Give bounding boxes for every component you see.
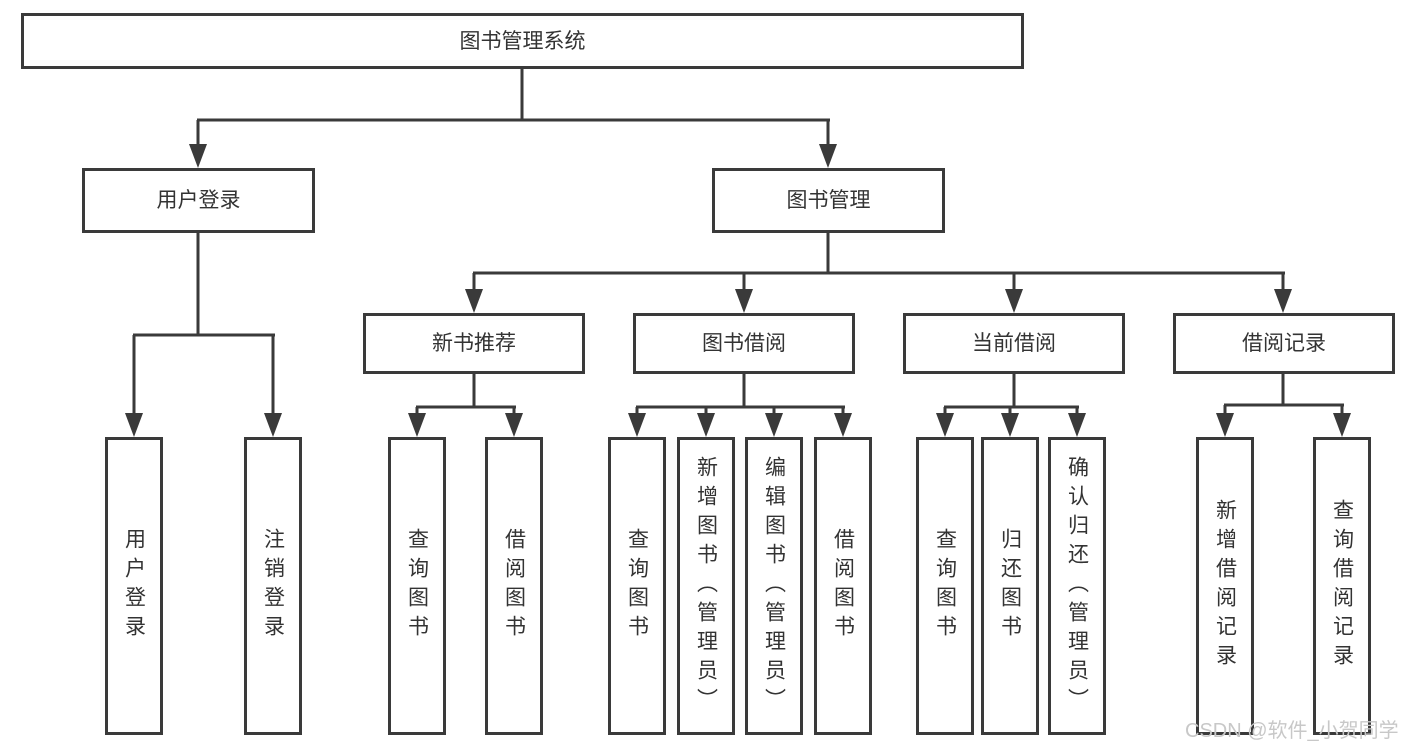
leaf-label: 确认归还（管理员） bbox=[1065, 455, 1089, 717]
leaf-logout: 注销登录 bbox=[244, 437, 302, 735]
node-label: 用户登录 bbox=[156, 189, 241, 212]
node-label: 借阅记录 bbox=[1242, 332, 1326, 355]
watermark: CSDN @软件_小贺同学 bbox=[1185, 720, 1399, 742]
node-label: 当前借阅 bbox=[972, 332, 1056, 355]
connector-hline bbox=[416, 405, 516, 409]
leaf-label: 借阅图书 bbox=[831, 528, 855, 644]
connector-arrow bbox=[834, 407, 852, 437]
node-label: 图书管理系统 bbox=[459, 29, 586, 53]
connector-vline bbox=[472, 374, 476, 407]
connector-hline bbox=[197, 118, 830, 122]
connector-vline bbox=[520, 69, 524, 120]
connector-arrow bbox=[819, 120, 837, 168]
connector-arrow bbox=[125, 335, 143, 437]
connector-arrow bbox=[408, 407, 426, 437]
node-user-login: 用户登录 bbox=[82, 168, 315, 233]
leaf-add-borrow-record: 新增借阅记录 bbox=[1196, 437, 1254, 735]
node-borrow-record: 借阅记录 bbox=[1173, 313, 1395, 374]
connector-vline bbox=[1281, 374, 1285, 405]
connector-arrow bbox=[1001, 407, 1019, 437]
connector-arrow bbox=[1216, 405, 1234, 437]
connector-hline bbox=[473, 271, 1285, 275]
connector-arrow bbox=[936, 407, 954, 437]
connector-arrow bbox=[189, 120, 207, 168]
leaf-edit-books-admin: 编辑图书（管理员） bbox=[745, 437, 803, 735]
leaf-label: 新增借阅记录 bbox=[1213, 499, 1237, 673]
leaf-label: 用户登录 bbox=[122, 528, 146, 644]
leaf-borrow-books-recommend: 借阅图书 bbox=[485, 437, 543, 735]
node-book-borrow: 图书借阅 bbox=[633, 313, 855, 374]
connector-arrow bbox=[628, 407, 646, 437]
node-current-borrow: 当前借阅 bbox=[903, 313, 1125, 374]
node-label: 新书推荐 bbox=[432, 332, 516, 355]
leaf-label: 查询借阅记录 bbox=[1330, 499, 1354, 673]
leaf-label: 查询图书 bbox=[405, 528, 429, 644]
connector-arrow bbox=[505, 407, 523, 437]
leaf-query-books-current: 查询图书 bbox=[916, 437, 974, 735]
connector-vline bbox=[742, 374, 746, 407]
node-label: 图书借阅 bbox=[702, 332, 786, 355]
leaf-query-borrow-record: 查询借阅记录 bbox=[1313, 437, 1371, 735]
node-library-management-system: 图书管理系统 bbox=[21, 13, 1024, 69]
leaf-add-books-admin: 新增图书（管理员） bbox=[677, 437, 735, 735]
connector-arrow bbox=[1274, 273, 1292, 313]
connector-hline bbox=[636, 405, 845, 409]
leaf-label: 编辑图书（管理员） bbox=[762, 455, 786, 717]
connector-hline bbox=[133, 333, 275, 337]
connector-arrow bbox=[1005, 273, 1023, 313]
leaf-label: 新增图书（管理员） bbox=[694, 455, 718, 717]
leaf-query-books-recommend: 查询图书 bbox=[388, 437, 446, 735]
connector-hline bbox=[1224, 403, 1344, 407]
connector-arrow bbox=[765, 407, 783, 437]
connector-vline bbox=[826, 233, 830, 273]
connector-arrow bbox=[264, 335, 282, 437]
leaf-label: 借阅图书 bbox=[502, 528, 526, 644]
connector-vline bbox=[196, 233, 200, 335]
leaf-label: 查询图书 bbox=[933, 528, 957, 644]
connector-arrow bbox=[735, 273, 753, 313]
leaf-return-books: 归还图书 bbox=[981, 437, 1039, 735]
leaf-borrow-books: 借阅图书 bbox=[814, 437, 872, 735]
leaf-label: 查询图书 bbox=[625, 528, 649, 644]
connector-vline bbox=[1012, 374, 1016, 407]
connector-arrow bbox=[1333, 405, 1351, 437]
leaf-label: 注销登录 bbox=[261, 528, 285, 644]
node-label: 图书管理 bbox=[786, 189, 871, 212]
connector-arrow bbox=[1068, 407, 1086, 437]
connector-arrow bbox=[697, 407, 715, 437]
leaf-label: 归还图书 bbox=[998, 528, 1022, 644]
leaf-query-books-borrow: 查询图书 bbox=[608, 437, 666, 735]
leaf-user-login: 用户登录 bbox=[105, 437, 163, 735]
node-new-book-recommend: 新书推荐 bbox=[363, 313, 585, 374]
connector-arrow bbox=[465, 273, 483, 313]
node-book-management: 图书管理 bbox=[712, 168, 945, 233]
leaf-confirm-return-admin: 确认归还（管理员） bbox=[1048, 437, 1106, 735]
